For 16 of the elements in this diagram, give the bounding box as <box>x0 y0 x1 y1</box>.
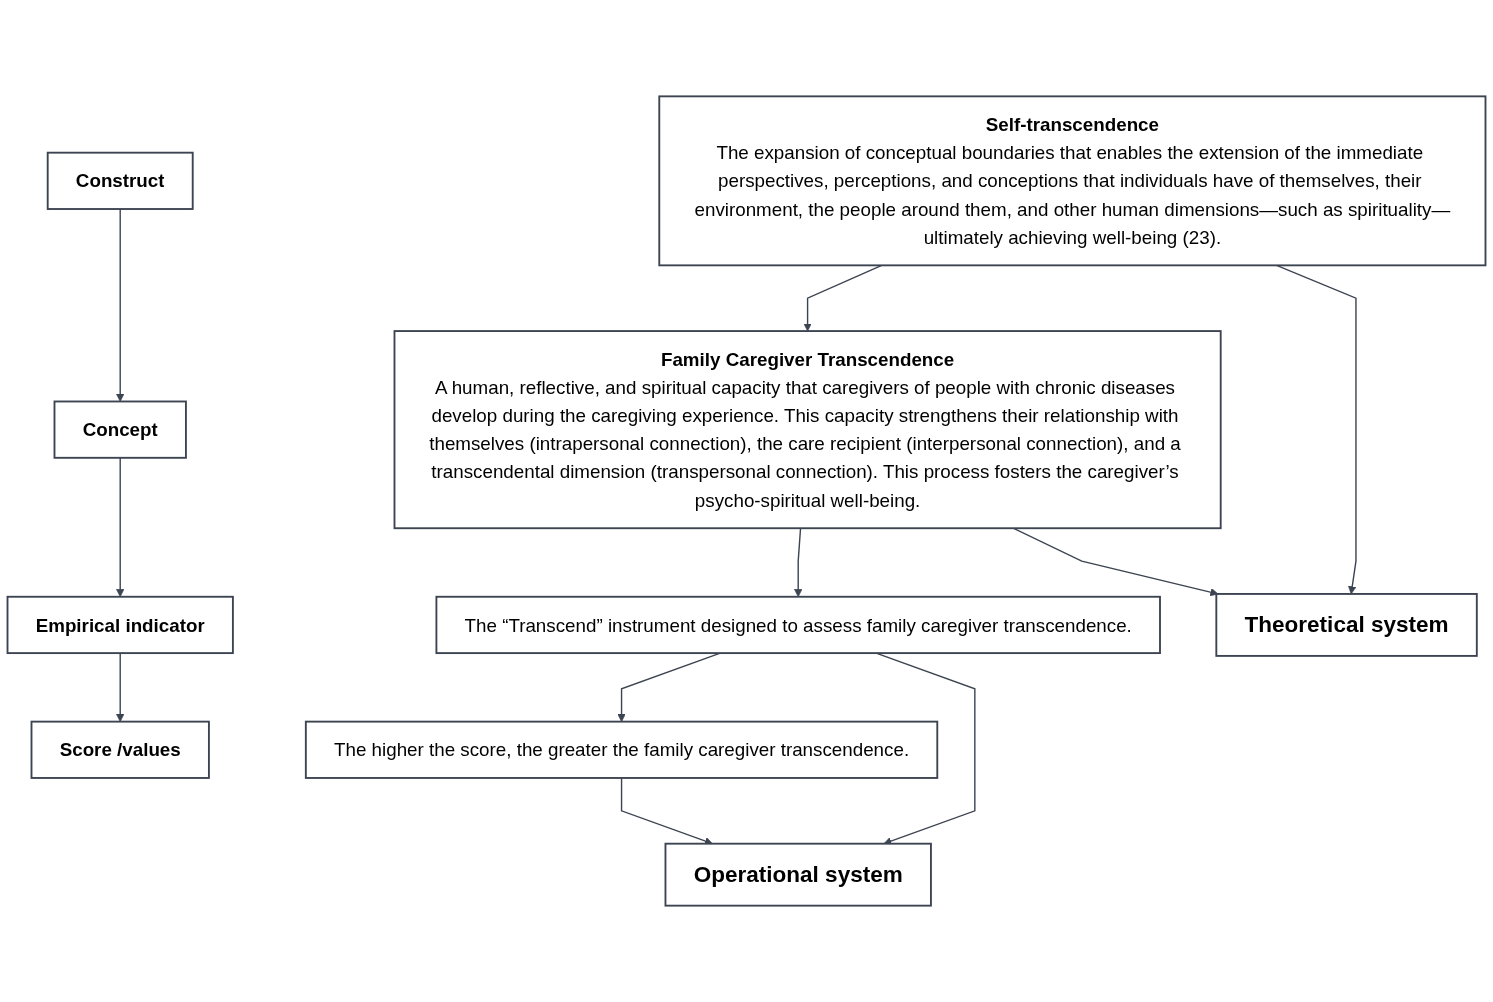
node-box: Construct <box>46 151 194 210</box>
node-box: Theoretical system <box>1215 593 1478 657</box>
node-box: Family Caregiver Transcendence A human, reflective, and spiritual capacity that caregivers of people with chronic diseases develop during the caregiving experience. This capacity strengthens their relationship with themselves (intrapersonal connection), the care recipient (interpersonal connection), and a transcendental dimension (transpersonal connection). This process fosters the caregiver’s psycho-spiritual well-being. <box>393 330 1222 530</box>
arrow <box>1012 527 1219 597</box>
arrow <box>794 527 803 598</box>
node-box: Empirical indicator <box>6 595 234 655</box>
arrow <box>116 652 125 722</box>
node-box: Score /values <box>30 720 210 779</box>
arrow <box>803 264 883 332</box>
node-box: Concept <box>53 400 187 459</box>
arrow <box>116 457 125 598</box>
node-box: Operational system <box>664 842 932 907</box>
node-box: The “Transcend” instrument designed to assess family caregiver transcendence. <box>435 595 1161 655</box>
node-box: Self-transcendence The expansion of conceptual boundaries that enables the extension of the immediate perspectives, perceptions, and conceptions that individuals have of themselves, their environment, the people around them, and other human dimensions—such as spirituality—ultimately achieving well-being (23). <box>658 95 1487 267</box>
node-box: The higher the score, the greater the family caregiver transcendence. <box>304 720 939 779</box>
arrow <box>116 208 125 402</box>
